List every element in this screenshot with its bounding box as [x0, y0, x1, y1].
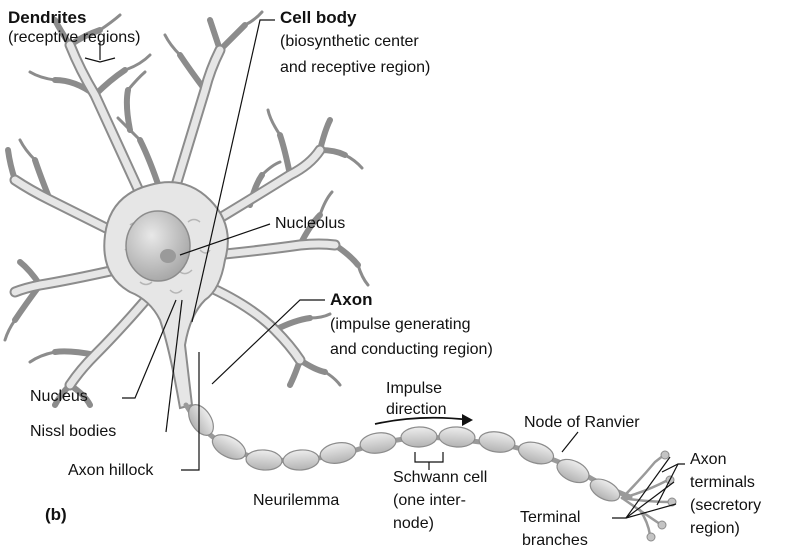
schwann-cell-segment [319, 440, 358, 466]
schwann-cell-label-2: (one inter- [393, 491, 466, 511]
terminal-branches-label-2: branches [522, 531, 588, 551]
neurilemma-label: Neurilemma [253, 491, 339, 511]
nucleolus [160, 249, 176, 263]
nucleus [126, 211, 190, 281]
dendrites-label: Dendrites [8, 8, 86, 28]
schwann-cell-segment [478, 430, 516, 455]
schwann-cell-segment [282, 449, 319, 471]
cell-body-label: Cell body [280, 8, 357, 28]
axon-sublabel-2: and conducting region) [330, 340, 493, 360]
schwann-cell-segment [439, 426, 476, 448]
axon-terminals-label-3: (secretory [690, 496, 761, 516]
impulse-direction-arrowhead [462, 414, 473, 426]
terminal-branches-label-1: Terminal [520, 508, 580, 528]
schwann-cell-segment [359, 431, 397, 456]
axon-label: Axon [330, 290, 373, 310]
axon-sublabel-1: (impulse generating [330, 315, 471, 335]
schwann-cell-label-1: Schwann cell [393, 468, 487, 488]
axon-terminals-label-1: Axon [690, 450, 726, 470]
schwann-cell-segment [245, 449, 282, 471]
impulse-direction-label-1: Impulse [386, 379, 442, 399]
axon-terminals-label-2: terminals [690, 473, 755, 493]
nissl-bodies-label: Nissl bodies [30, 422, 116, 442]
cell-body-sublabel-2: and receptive region) [280, 58, 430, 78]
dendrites-sublabel: (receptive regions) [8, 28, 141, 48]
schwann-cell-segment [516, 438, 556, 467]
axon-terminals-label-4: region) [690, 519, 740, 539]
cell-body-sublabel-1: (biosynthetic center [280, 32, 419, 52]
schwann-cell-segment [401, 426, 438, 447]
panel-letter: (b) [45, 505, 67, 525]
schwann-cell-segment [208, 430, 249, 465]
schwann-cell-label-3: node) [393, 514, 434, 534]
node-of-ranvier-label: Node of Ranvier [524, 413, 640, 433]
axon-hillock-label: Axon hillock [68, 461, 153, 481]
nucleus-label: Nucleus [30, 387, 88, 407]
nucleolus-label: Nucleolus [275, 214, 345, 234]
impulse-direction-label-2: direction [386, 400, 446, 420]
